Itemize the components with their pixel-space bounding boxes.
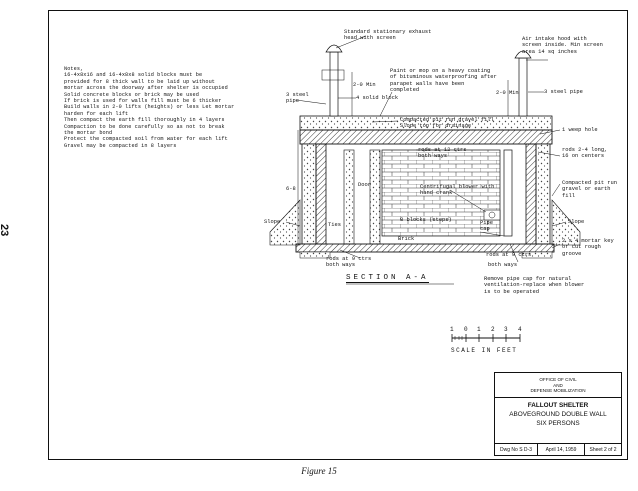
label-dim-height: 6-8: [286, 186, 296, 192]
drawing-number: Dwg No S D-3: [495, 444, 538, 455]
section-title: SECTION A-A: [346, 274, 429, 283]
footing-left: [299, 251, 331, 259]
label-both-ways-right: both ways: [488, 262, 518, 268]
note-line: the mortar bond: [64, 130, 113, 137]
door-jamb-right: [369, 149, 381, 245]
note-line: 16-4x8x16 and 16-4x8x8 solid blocks must…: [64, 72, 203, 79]
title-block-footer: Dwg No S D-3 April 14, 1959 Sheet 2 of 2: [495, 443, 621, 455]
label-slope-left: Slope: [264, 219, 281, 225]
title-block-subtitle: ABOVEGROUND DOUBLE WALL: [509, 411, 607, 418]
label-slope-right: Slope: [568, 219, 585, 225]
door-jamb-left: [343, 149, 355, 245]
note-line: Then compact the earth fill thoroughly i…: [64, 117, 225, 124]
exhaust-pipe: [329, 51, 339, 117]
note-line: provided for 8 thick wall to be laid up …: [64, 78, 216, 85]
note-line: If brick is used for walls fill must be …: [64, 98, 222, 105]
floor-slab: [295, 243, 555, 253]
air-intake-pipe: [518, 57, 528, 117]
title-block: OFFICE OF CIVIL AND DEFENSE MOBILIZATION…: [494, 372, 622, 456]
centrifugal-blower: [483, 209, 501, 221]
title-block-capacity: SIX PERSONS: [536, 420, 580, 427]
note-line: Protect the compacted soil from water fo…: [64, 136, 228, 143]
drawing-date: April 14, 1959: [538, 444, 585, 455]
scale-tick-label: 0: [464, 326, 468, 333]
scale-tick-label: 3: [504, 326, 508, 333]
note-line: Gravel may be compacted in 8 layers: [64, 142, 177, 149]
note-line: harden for each lift: [64, 110, 129, 117]
note-line: mortar across the doorway after shelter …: [64, 85, 228, 92]
note-line: Notes,: [64, 66, 84, 72]
inner-wall-left: [315, 143, 327, 245]
scale-tick-label: 4: [518, 326, 522, 333]
scale-tick-label: 1: [450, 326, 454, 333]
label-rods-9-right: rods at 9 ctrs: [486, 252, 532, 258]
label-dim-min-right: 2-0 Min: [496, 90, 519, 96]
construction-notes: Notes,16-4x8x16 and 16-4x8x8 solid block…: [64, 66, 274, 149]
label-rods-2-4: rods 2-4 long,16 on centers: [562, 147, 608, 160]
air-intake-hood: [514, 50, 532, 59]
label-8-blocks: 8 blocks (steps): [400, 217, 452, 223]
blower-pipe: [503, 149, 513, 237]
outer-wall-right: [535, 143, 551, 245]
note-line: Compaction to be done carefully so as no…: [64, 123, 225, 130]
label-ties: Ties: [328, 222, 341, 228]
scale-label: SCALE IN FEET: [451, 347, 518, 354]
label-brick: Brick: [398, 236, 415, 242]
roof-slab: [299, 129, 553, 145]
outer-wall-left: [301, 143, 317, 245]
inner-wall-right: [525, 143, 537, 245]
label-solid-block: 4 solid block: [356, 95, 399, 101]
label-door: Door: [358, 182, 371, 188]
footing-right: [521, 251, 553, 259]
scale-bar: [451, 334, 521, 342]
note-line: Build walls in 2-0 lifts (heights) or le…: [64, 104, 235, 111]
exhaust-head: [325, 44, 343, 53]
title-block-office: OFFICE OF CIVIL AND DEFENSE MOBILIZATION: [530, 377, 586, 394]
scale-tick-label: 1: [477, 326, 481, 333]
scale-tick-label: 2: [491, 326, 495, 333]
label-weep-hole: 1 weep hole: [562, 127, 598, 133]
label-steel-pipe-right: 3 steel pipe: [544, 89, 583, 95]
title-block-title: FALLOUT SHELTER: [527, 402, 589, 409]
note-line: Solid concrete blocks or brick may be us…: [64, 91, 199, 98]
figure-caption: Figure 15: [301, 466, 337, 476]
back-block-wall: [381, 149, 501, 237]
label-dim-min-left: 2-0 Min: [353, 82, 376, 88]
sheet-number: Sheet 2 of 2: [589, 446, 617, 453]
drawing-sheet-border: [48, 10, 628, 460]
